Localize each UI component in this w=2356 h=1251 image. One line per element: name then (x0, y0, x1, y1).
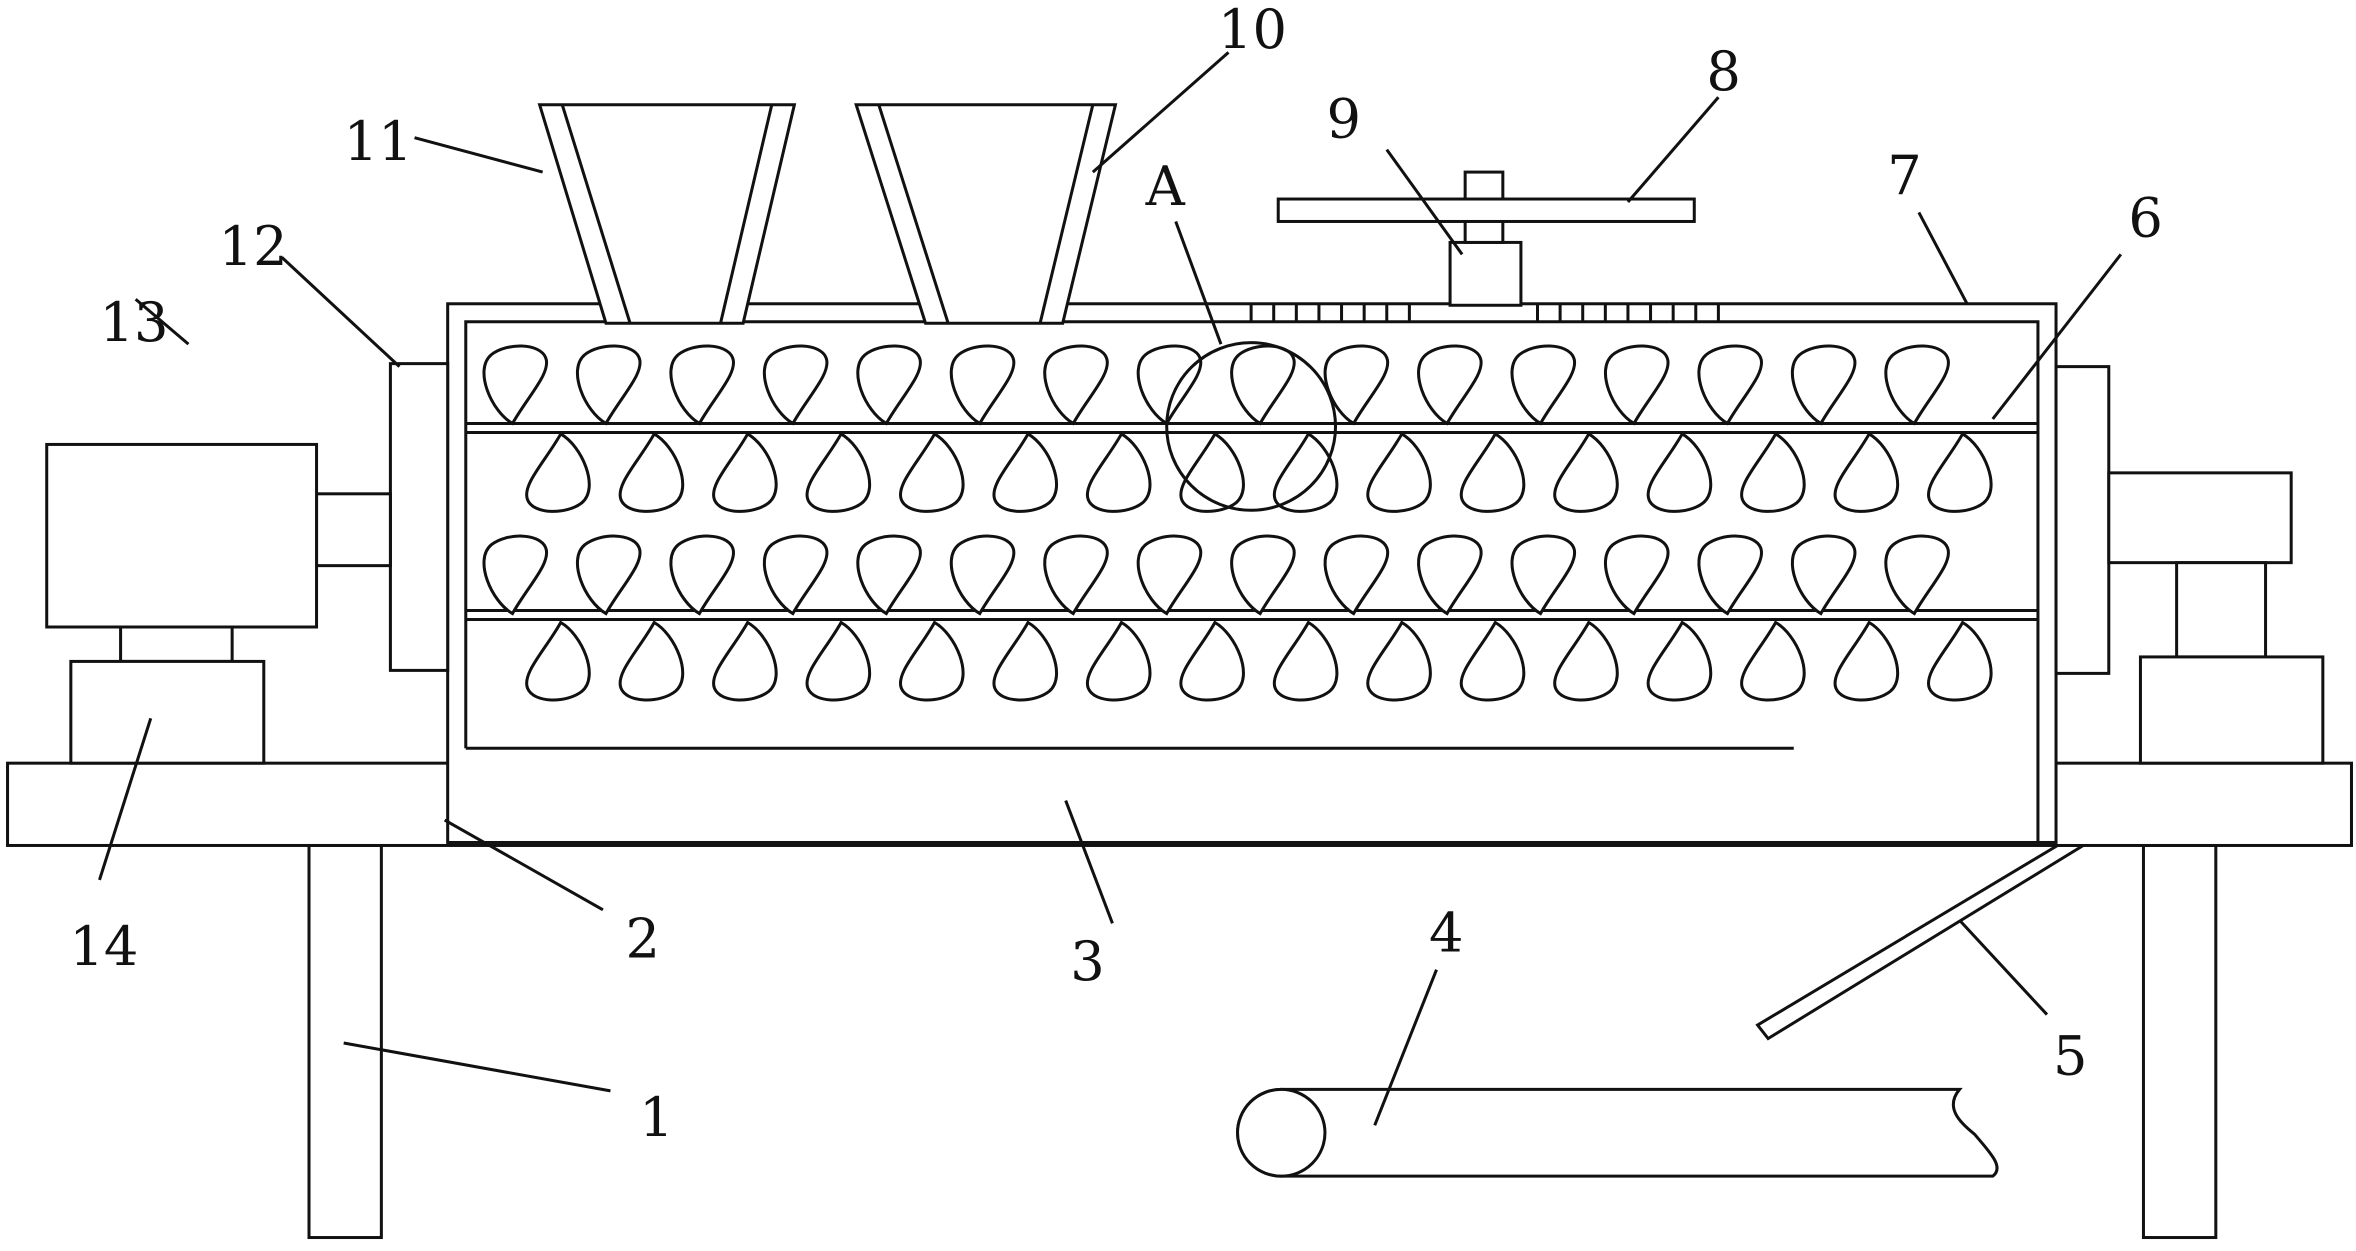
belt-conveyor (1236, 1087, 1999, 1178)
right-support-post (2175, 561, 2268, 659)
discharge-chute (1755, 843, 2089, 1041)
label-10: 10 (1218, 0, 1287, 61)
drive-flange-plate (388, 362, 450, 672)
motor-body (45, 442, 319, 629)
feed-hopper-right (854, 103, 1118, 325)
right-bearing-housing (2107, 471, 2293, 565)
label-4: 4 (1429, 902, 1464, 965)
right-bearing-base (2138, 655, 2325, 765)
motor-base (69, 659, 266, 765)
label-12: 12 (219, 215, 288, 278)
label-5: 5 (2053, 1025, 2088, 1088)
conveyor-roller (1236, 1087, 1327, 1178)
label-a: A (1145, 155, 1186, 218)
label-9: 9 (1326, 88, 1361, 151)
label-14: 14 (69, 915, 138, 978)
agitator-shaft-lower (465, 609, 2038, 622)
label-8: 8 (1706, 40, 1741, 103)
label-1: 1 (639, 1086, 674, 1149)
drive-coupling (315, 492, 392, 568)
right-leg (2141, 843, 2218, 1240)
motor-mount-neck (119, 625, 234, 663)
label-2: 2 (626, 908, 661, 971)
leader-lines (98, 51, 2123, 1126)
label-7: 7 (1887, 145, 1922, 208)
label-6: 6 (2128, 187, 2163, 250)
label-13: 13 (99, 291, 168, 354)
right-flange-plate (2054, 365, 2111, 675)
label-11: 11 (344, 110, 413, 173)
feed-hopper-left (537, 103, 797, 325)
detail-circle-a (1165, 341, 1338, 512)
handwheel-bar (1276, 197, 1696, 223)
label-3: 3 (1070, 930, 1105, 993)
left-leg (307, 843, 383, 1240)
top-vent-slots (1249, 303, 1720, 322)
